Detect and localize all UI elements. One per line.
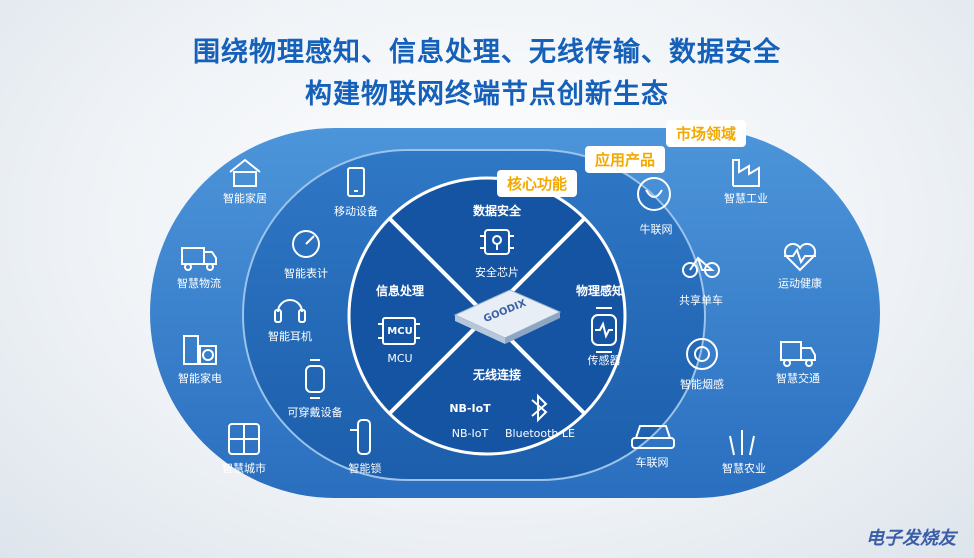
title-line-1: 围绕物理感知、信息处理、无线传输、数据安全	[193, 37, 781, 68]
product-label: 智能表计	[284, 267, 328, 280]
headphones-icon	[274, 299, 306, 323]
product-label: 智能耳机	[268, 330, 312, 343]
product-label: 牛联网	[639, 223, 673, 236]
nb-iot-label: NB-IoT	[451, 427, 489, 440]
product-label: 移动设备	[334, 205, 378, 218]
car-icon	[631, 425, 675, 449]
market-label: 智能家电	[178, 372, 222, 385]
market-label: 智慧工业	[724, 192, 768, 205]
smart-city-icon	[228, 423, 260, 455]
wearable-icon	[305, 359, 325, 399]
security-chip-icon	[480, 229, 514, 255]
sensor-label: 传感器	[587, 354, 621, 367]
agriculture-icon	[729, 430, 755, 456]
data-security-title: 数据安全	[472, 204, 522, 218]
market-label: 智慧农业	[722, 462, 766, 475]
market-label: 智慧物流	[177, 277, 221, 290]
market-label: 智能家居	[223, 192, 267, 205]
appliance-icon	[183, 335, 217, 365]
product-label: 可穿戴设备	[287, 406, 343, 419]
traffic-truck-icon	[780, 341, 816, 367]
sensor-watch-icon	[591, 307, 617, 353]
core-ring-label: 核心功能	[497, 170, 578, 197]
center-chip	[453, 289, 562, 344]
phone-icon	[347, 167, 365, 197]
bluetooth-icon	[531, 393, 548, 423]
bluetooth-label: Bluetooth LE	[505, 427, 575, 440]
physical-sensing-title: 物理感知	[575, 284, 625, 298]
title-line-2: 构建物联网终端节点创新生态	[305, 79, 669, 110]
cattle-icon	[637, 177, 671, 211]
mcu-chip-text: MCU	[387, 326, 413, 337]
nb-iot-badge: NB-IoT	[449, 402, 491, 415]
watermark: 电子发烧友	[866, 528, 956, 549]
security-chip-label: 安全芯片	[475, 266, 519, 279]
smart-home-icon	[229, 158, 261, 187]
heart-icon	[783, 242, 817, 272]
product-ring-label: 应用产品	[585, 146, 666, 173]
smoke-detector-icon	[686, 338, 718, 370]
wireless-title: 无线连接	[472, 368, 522, 382]
market-ring-label: 市场领域	[666, 120, 747, 147]
product-label: 车联网	[635, 456, 669, 469]
bicycle-icon	[682, 256, 720, 278]
product-label: 共享单车	[679, 294, 723, 307]
logistics-truck-icon	[181, 247, 217, 271]
mcu-chip-icon	[378, 317, 420, 345]
meter-gauge-icon	[292, 230, 320, 258]
market-label: 运动健康	[778, 277, 822, 290]
door-lock-icon	[350, 419, 371, 455]
mcu-label: MCU	[387, 352, 413, 365]
product-label: 智能烟感	[680, 378, 724, 391]
product-label: 智能锁	[348, 462, 382, 475]
factory-icon	[732, 159, 760, 187]
market-label: 智慧城市	[222, 462, 266, 475]
info-processing-title: 信息处理	[375, 284, 425, 298]
market-label: 智慧交通	[776, 372, 820, 385]
